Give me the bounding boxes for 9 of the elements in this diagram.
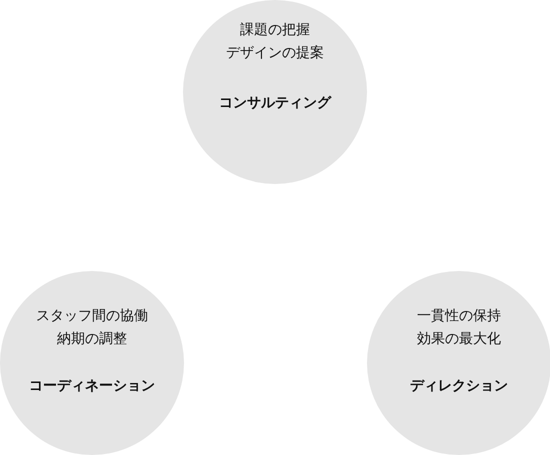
- service-title: コーディネーション: [28, 377, 156, 395]
- service-item: 課題の把握: [239, 21, 311, 39]
- service-item: デザインの提案: [225, 44, 325, 62]
- service-item: スタッフ間の協働: [35, 307, 149, 325]
- service-title: ディレクション: [409, 377, 509, 395]
- service-item: 一貫性の保持: [416, 307, 502, 325]
- service-title: コンサルティング: [218, 94, 332, 112]
- service-item: 効果の最大化: [416, 330, 502, 348]
- service-item: 納期の調整: [56, 330, 128, 348]
